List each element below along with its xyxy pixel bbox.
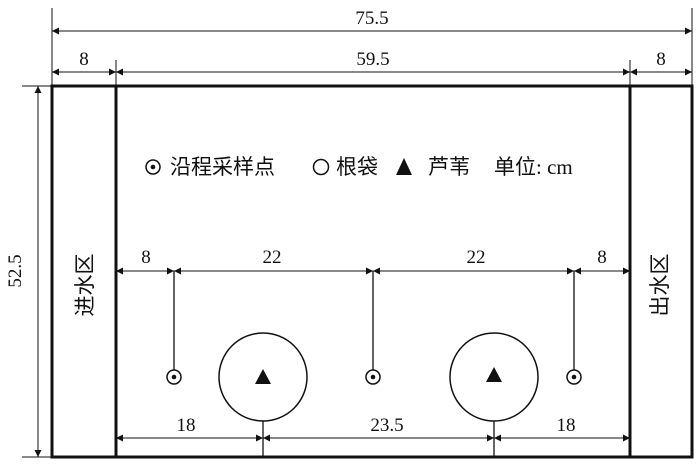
legend-reed-label: 芦苇 (428, 155, 470, 179)
filled-triangle-icon (396, 158, 412, 175)
dim-middle-width-label: 59.5 (356, 49, 389, 70)
sample-point-2 (365, 369, 381, 385)
dot-in-circle-icon (145, 159, 161, 175)
reed-1-icon (255, 369, 271, 384)
legend-unit-label: 单位: cm (494, 155, 573, 179)
dim-outlet-width-label: 8 (656, 49, 666, 70)
dim-sample-gap-4-label: 8 (597, 247, 607, 268)
sample-point-1 (166, 369, 182, 385)
sample-point-3-dot (571, 374, 577, 380)
sample-point-2-dot (370, 374, 376, 380)
sample-point-dimensions: 8 22 22 8 (116, 247, 630, 275)
dot-in-circle-center (150, 164, 156, 170)
root-bag-dimensions: 18 23.5 18 (116, 415, 630, 442)
open-circle-icon (312, 158, 330, 176)
legend: 沿程采样点 根袋 芦苇 单位: cm (145, 155, 573, 179)
dim-total-width-label: 75.5 (355, 8, 388, 29)
legend-sample-point-label: 沿程采样点 (170, 155, 275, 179)
height-dimension: 52.5 (5, 85, 52, 458)
root-bags (218, 332, 539, 457)
outlet-zone-label: 出水区 (648, 254, 672, 317)
dim-sample-gap-2-label: 22 (263, 247, 282, 268)
dim-inlet-width-label: 8 (79, 49, 89, 70)
sample-point-1-dot (171, 374, 177, 380)
dim-bag-gap-2-label: 23.5 (370, 415, 403, 436)
sample-point-3 (566, 369, 582, 385)
sample-points (166, 271, 582, 385)
reed-2-icon (486, 367, 502, 382)
dim-bag-gap-3-label: 18 (557, 415, 576, 436)
dim-height-label: 52.5 (5, 254, 26, 287)
dim-bag-gap-1-label: 18 (177, 415, 196, 436)
legend-root-bag-label: 根袋 (336, 155, 378, 179)
top-dimensions: 75.5 8 59.5 8 (51, 8, 693, 86)
tank-outline (50, 84, 694, 459)
dim-sample-gap-3-label: 22 (467, 247, 486, 268)
dim-sample-gap-1-label: 8 (141, 247, 151, 268)
inlet-zone-label: 进水区 (73, 254, 97, 317)
